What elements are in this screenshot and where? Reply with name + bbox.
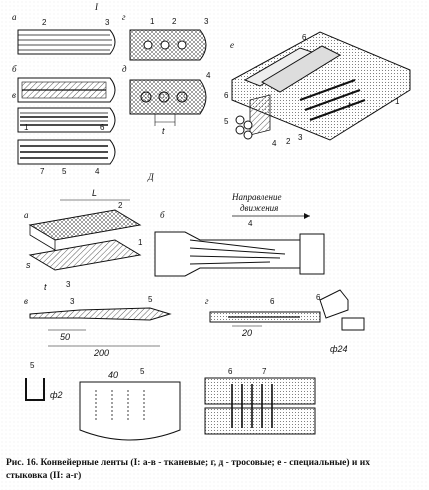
panel-label-b-bottom: б <box>160 210 165 220</box>
belt-panel-a-top: а 2 3 <box>12 12 116 55</box>
belt-panel-v-top: в 1 6 <box>12 90 116 133</box>
part-3c: 3 <box>298 133 303 142</box>
joint-panel-v: в 3 5 50 200 <box>24 295 172 358</box>
part-4: 4 <box>95 167 100 176</box>
caption-line-2: стыковка (II: а-г) <box>6 471 82 481</box>
direction-label-1: Направление <box>231 192 282 202</box>
part-3: 3 <box>105 18 110 27</box>
caption-line-1: Рис. 16. Конвейерные ленты (I: а-в - тка… <box>6 458 370 468</box>
part-1b: 1 <box>150 17 155 26</box>
panel-label-g-top: г <box>122 12 126 22</box>
joint-panel-b: б Направление движения 4 <box>154 192 325 277</box>
part-2b: 2 <box>172 17 177 26</box>
joint-panel-g: г 6 20 6 ф24 <box>205 289 365 354</box>
dim-s: s <box>26 260 31 270</box>
part-5c: 5 <box>148 295 153 304</box>
part-5: 5 <box>62 167 67 176</box>
part-1c: 1 <box>395 97 400 106</box>
panel-label-v-bottom: в <box>24 296 28 306</box>
part-5e: 5 <box>140 367 145 376</box>
part-6c: 6 <box>224 91 229 100</box>
figure-drawing: I а 2 3 б в 1 6 7 5 4 г <box>12 2 411 441</box>
direction-label-2: движения <box>240 203 278 213</box>
part-2d: 2 <box>118 201 123 210</box>
part-7b: 7 <box>262 367 267 376</box>
dim-phi24: ф24 <box>330 344 348 354</box>
belt-panel-e-special: е 6 1 6 5 4 2 3 t <box>224 31 411 148</box>
panel-label-b-top: б <box>12 64 17 74</box>
joint-fastener-plate: 40 5 <box>79 367 181 441</box>
part-6b: 6 <box>302 33 307 42</box>
panel-label-a-bottom: а <box>24 210 29 220</box>
panel-label-v-top: в <box>12 90 16 100</box>
dim-50: 50 <box>60 332 70 342</box>
part-3d: 3 <box>66 280 71 289</box>
dim-200: 200 <box>93 348 109 358</box>
part-6d: 6 <box>270 297 275 306</box>
part-5b: 5 <box>224 117 229 126</box>
dim-L: L <box>92 188 97 198</box>
part-4b: 4 <box>206 71 211 80</box>
part-6e: 6 <box>316 293 321 302</box>
part-4d: 4 <box>248 219 253 228</box>
part-3b: 3 <box>204 17 209 26</box>
panel-label-a-top: а <box>12 12 17 22</box>
part-5d: 5 <box>30 361 35 370</box>
staple-detail: 5 ф2 <box>25 361 63 401</box>
belt-panel-g-top: 7 5 4 <box>17 139 116 176</box>
part-2: 2 <box>42 18 47 27</box>
dim-t-a: t <box>44 282 47 292</box>
dim-40: 40 <box>108 370 118 380</box>
part-4c: 4 <box>272 139 277 148</box>
section-label-2: Д <box>147 172 155 182</box>
figure-caption: Рис. 16. Конвейерные ленты (I: а-в - тка… <box>6 457 423 483</box>
joint-panel-a: а L 2 1 3 s t <box>24 188 143 292</box>
part-1d: 1 <box>138 238 143 247</box>
part-2c: 2 <box>286 137 291 146</box>
part-3e: 3 <box>70 297 75 306</box>
belt-panel-d-cables: д t 4 <box>122 64 211 136</box>
belt-panel-b-top: б <box>12 64 116 103</box>
dim-20: 20 <box>241 328 252 338</box>
section-label-1: I <box>94 2 99 12</box>
dim-phi2: ф2 <box>50 390 63 400</box>
dim-t-top: t <box>162 126 165 136</box>
part-6: 6 <box>100 123 105 132</box>
panel-label-e-top: е <box>230 40 234 50</box>
part-6f: 6 <box>228 367 233 376</box>
dim-t-e: t <box>348 100 351 110</box>
panel-label-d-top: д <box>122 64 127 74</box>
panel-label-g-bottom: г <box>205 296 209 306</box>
part-1: 1 <box>24 123 29 132</box>
belt-panel-g-cables: г 1 2 3 <box>122 12 209 61</box>
part-7: 7 <box>40 167 45 176</box>
joint-spliced-belts: 6 7 <box>204 367 316 435</box>
